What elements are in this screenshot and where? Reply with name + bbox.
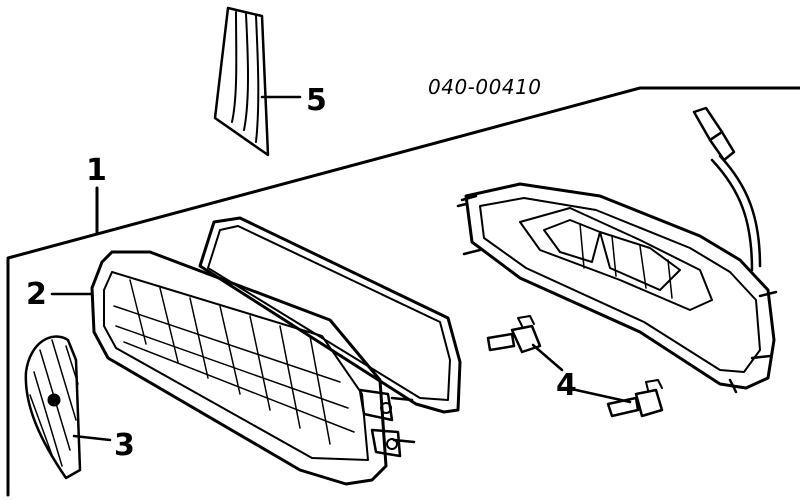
callout-2: 2 — [26, 277, 47, 312]
headlight-gasket — [198, 216, 462, 414]
trim-strip — [213, 6, 270, 157]
side-marker-lens — [24, 335, 82, 480]
bulb-upper — [486, 315, 542, 354]
callout-3: 3 — [114, 428, 135, 463]
bulb-lower — [606, 379, 664, 418]
reference-code: 040-00410 — [428, 75, 542, 99]
marker-bulb-dot — [47, 393, 61, 407]
callout-4-leader-a — [531, 343, 564, 372]
headlight-lens — [90, 250, 416, 486]
callout-5: 5 — [306, 83, 327, 118]
headlight-housing — [456, 106, 778, 394]
assembly-bracket — [6, 86, 800, 497]
callout-4: 4 — [556, 368, 577, 403]
callout-1: 1 — [86, 153, 107, 188]
